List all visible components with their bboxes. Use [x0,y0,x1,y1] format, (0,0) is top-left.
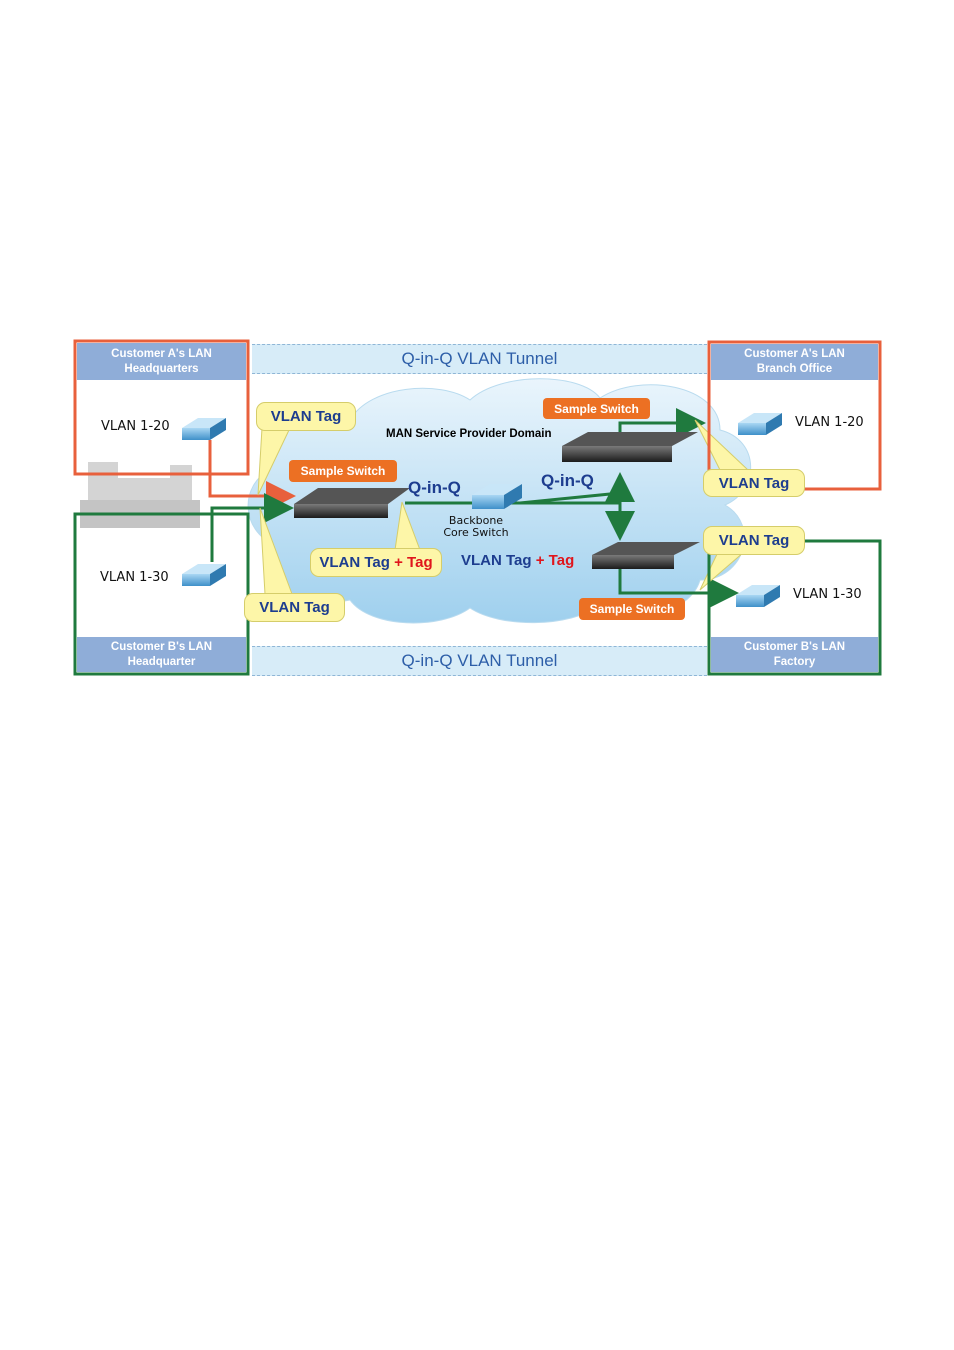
vlan-label-a-branch: VLAN 1-20 [795,415,864,430]
customer-a-branch-title: Customer A's LAN Branch Office [711,344,878,380]
lan-switch-a-hq-icon [182,418,226,440]
qinq-label-left: Q-in-Q [408,478,461,497]
tunnel-top: Q-in-Q VLAN Tunnel [252,344,707,374]
callout-vlan-tag-b-hq: VLAN Tag [244,593,345,622]
customer-a-path [208,440,296,511]
customer-b-hq-title: Customer B's LAN Headquarter [77,637,246,672]
label-vlan-tag-plus-tag-center: VLAN Tag + Tag [461,552,574,569]
vlan-label-b-hq: VLAN 1-30 [100,570,169,585]
callout-vlan-tag-b-factory: VLAN Tag [703,526,805,555]
plus-sign: + [394,554,403,571]
sample-switch-badge-top-right: Sample Switch [543,398,650,419]
lan-switch-b-hq-icon [182,564,226,586]
backbone-switch-icon [472,484,522,509]
qinq-label-right: Q-in-Q [541,471,594,490]
customer-b-factory-title: Customer B's LAN Factory [711,637,878,672]
customer-a-hq-box [73,339,250,476]
sample-switch-badge-bottom-right: Sample Switch [579,598,685,620]
tag-text-center: Tag [548,552,575,569]
customer-a-hq-title: Customer A's LAN Headquarters [77,343,246,380]
sample-switch-bottom-right [592,542,700,569]
lan-switch-a-branch-icon [738,413,782,435]
vlan-tag-text-center: VLAN Tag [461,552,532,569]
vlan-label-b-factory: VLAN 1-30 [793,587,862,602]
man-domain-label: MAN Service Provider Domain [386,428,552,440]
tag-text: Tag [407,554,433,571]
plus-sign-center: + [535,552,545,569]
tunnel-bottom: Q-in-Q VLAN Tunnel [252,646,707,676]
sample-switch-left [294,488,410,518]
sample-switch-badge-left: Sample Switch [289,460,397,482]
callout-vlan-tag-a-hq: VLAN Tag [256,402,356,431]
callout-vlan-tag-plus-tag: VLAN Tag + Tag [310,548,442,577]
sample-switch-top-right [562,432,698,462]
building-icon [80,462,200,528]
backbone-label: Backbone Core Switch [443,514,509,539]
lan-switch-b-factory-icon [736,585,780,607]
vlan-tag-text: VLAN Tag [319,554,390,571]
vlan-label-a-hq: VLAN 1-20 [101,419,170,434]
callout-vlan-tag-a-branch: VLAN Tag [703,469,805,497]
